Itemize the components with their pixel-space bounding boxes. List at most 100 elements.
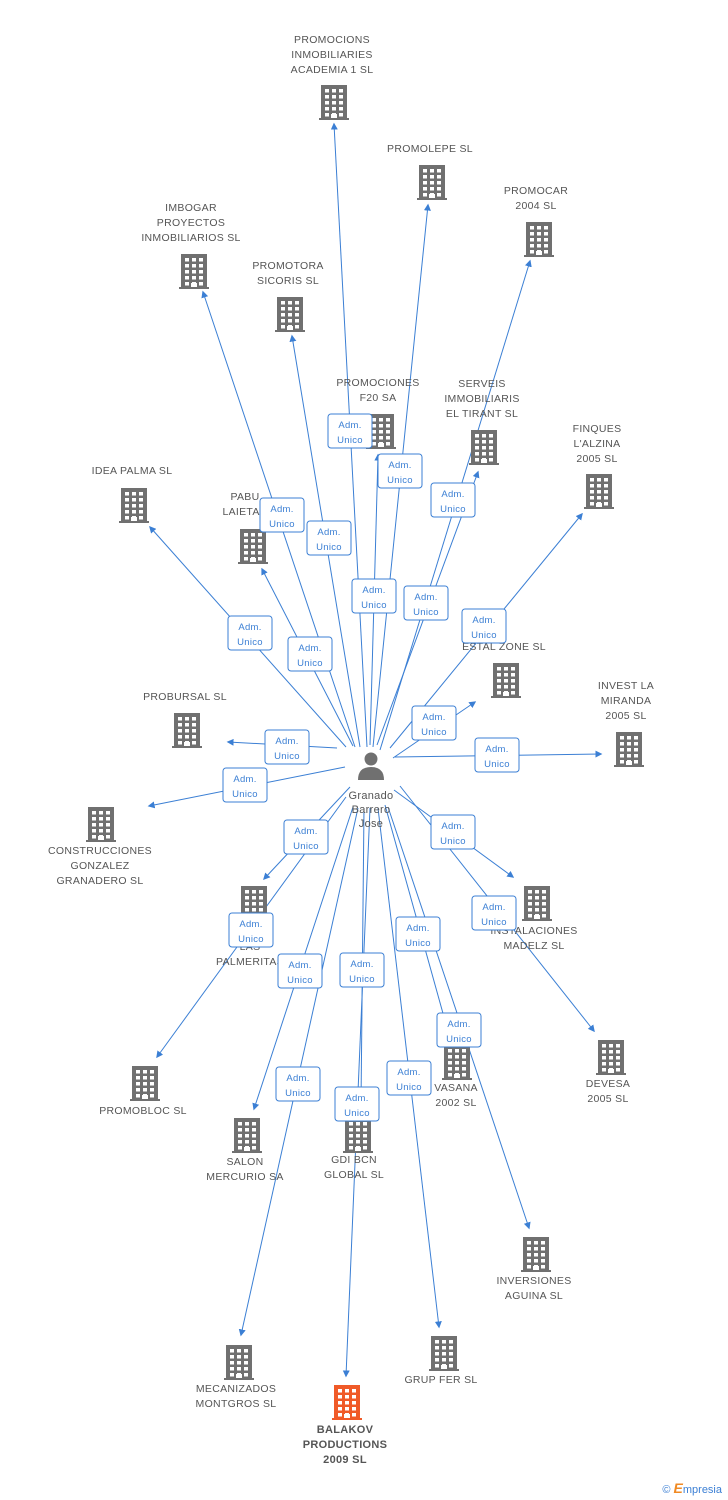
relation-badge-sicoris[interactable]: Adm.Unico (306, 520, 352, 556)
company-node-pabu[interactable]: PABU LAIETAN (222, 491, 268, 564)
company-label-line: PROMOCIONS (294, 34, 370, 46)
company-node-estal[interactable]: ESTAL ZONE SL (462, 641, 546, 698)
relation-label-line: Unico (316, 542, 342, 553)
relation-badge-grupfer[interactable]: Adm. Unico (386, 1060, 432, 1096)
building-icon (522, 886, 552, 921)
relation-label-line: Unico (238, 934, 264, 945)
company-label-line: BALAKOV (317, 1424, 374, 1436)
relation-badge-academia[interactable]: Adm.Unico (327, 413, 373, 449)
relation-badge-promocar[interactable]: Adm.Unico (430, 482, 476, 518)
relation-badge-gdibcn[interactable]: Adm.Unico (339, 952, 385, 988)
relation-label-line: Adm. (286, 1073, 309, 1084)
relation-label-line: Adm. (472, 615, 495, 626)
building-icon (238, 529, 268, 564)
company-label-line: 2005 SL (605, 710, 646, 722)
relation-label-line: Unico (274, 751, 300, 762)
company-label-line: 2005 SL (576, 453, 617, 465)
building-icon (332, 1385, 362, 1420)
relation-label-line: Unico (413, 607, 439, 618)
relation-label-line: Adm. (298, 643, 321, 654)
company-node-ideapalma[interactable]: IDEA PALMA SL (92, 465, 173, 523)
company-label-line: SICORIS SL (257, 275, 319, 287)
empresia-credit: © Empresia (662, 1480, 722, 1496)
relation-label-line: Unico (484, 759, 510, 770)
relation-badge-montgros[interactable]: Adm.Unico (275, 1066, 321, 1102)
edges-layer (147, 122, 603, 1378)
relation-badge-promobloc[interactable]: Adm.Unico (228, 912, 274, 948)
relation-badge-finques[interactable]: Adm.Unico (461, 608, 507, 644)
relation-label-line: Unico (396, 1082, 422, 1093)
relation-badge-balakov[interactable]: Adm.Unico (334, 1086, 380, 1122)
company-node-probursal[interactable]: PROBURSAL SL (143, 691, 227, 748)
company-label-line: LAIETAN (222, 506, 267, 518)
relation-badge-ideapalma[interactable]: Adm.Unico (227, 615, 273, 651)
relation-label-line: Adm. (397, 1067, 420, 1078)
building-icon (275, 297, 305, 332)
company-label-line: PROYECTOS (157, 217, 225, 229)
relation-label-line: Adm. (288, 960, 311, 971)
company-label-line: PABU (230, 491, 259, 503)
relation-badge-probursal[interactable]: Adm.Unico (264, 729, 310, 765)
relation-label-line: Unico (349, 974, 375, 985)
relation-label-line: Adm. (447, 1019, 470, 1030)
building-icon (86, 807, 116, 842)
company-label-line: PROMOTORA (252, 260, 323, 272)
relation-label-line: Unico (405, 938, 431, 949)
relation-badge-tirant[interactable]: Adm.Unico (403, 585, 449, 621)
relation-badge-invest[interactable]: Adm.Unico (474, 737, 520, 773)
relation-label-line: Unico (232, 789, 258, 800)
company-label-line: PROMOCAR (504, 185, 568, 197)
company-node-sicoris[interactable]: PROMOTORA SICORIS SL (252, 260, 323, 332)
relation-badge-pabu[interactable]: Adm.Unico (287, 636, 333, 672)
badges-layer: Adm.UnicoAdm.UnicoAdm.UnicoAdm.UnicoAdm.… (222, 413, 520, 1122)
company-label-line: PROMOLEPE SL (387, 143, 473, 155)
relation-badge-promolepe[interactable]: Adm.Unico (377, 453, 423, 489)
person-icon-body (358, 767, 384, 780)
relation-badge-imbogar[interactable]: Adm.Unico (259, 497, 305, 533)
person-name-line: Jose (359, 818, 383, 830)
relation-badge-gonzalez[interactable]: Adm.Unico (222, 767, 268, 803)
building-icon (491, 663, 521, 698)
company-node-promobloc[interactable]: PROMOBLOC SL (99, 1066, 187, 1117)
relation-badge-estal[interactable]: Adm.Unico (411, 705, 457, 741)
relation-label-line: Adm. (441, 821, 464, 832)
company-label-line: F20 SA (360, 392, 397, 404)
company-label-line: IDEA PALMA SL (92, 465, 173, 477)
company-label-line: ESTAL ZONE SL (462, 641, 546, 653)
building-icon (596, 1040, 626, 1075)
relation-label-line: Adm. (294, 826, 317, 837)
relation-label-line: Unico (440, 504, 466, 515)
company-label-line: PALMERITAS (216, 956, 284, 968)
company-label-line: IMMOBILIARIS (444, 393, 519, 405)
relation-badge-salon[interactable]: Adm.Unico (277, 953, 323, 989)
relation-badge-f20[interactable]: Adm.Unico (351, 578, 397, 614)
company-node-promolepe[interactable]: PROMOLEPE SL (387, 143, 473, 200)
relation-label-line: Unico (293, 841, 319, 852)
relation-badge-palmeritas[interactable]: Adm. Unico (283, 819, 329, 855)
company-label-line: AGUINA SL (505, 1290, 563, 1302)
relation-badge-vasana[interactable]: Adm.Unico (395, 916, 441, 952)
company-label-line: PROMOCIONES (336, 377, 419, 389)
building-icon (521, 1237, 551, 1272)
company-node-grupfer[interactable]: GRUP FER SL (404, 1336, 477, 1386)
relation-badge-devesa[interactable]: Adm.Unico (471, 895, 517, 931)
relation-badge-madelz[interactable]: Adm.Unico (430, 814, 476, 850)
relation-label-line: Adm. (362, 585, 385, 596)
relation-badge-aguina[interactable]: Adm.Unico (436, 1012, 482, 1048)
company-label-line: GRANADERO SL (56, 875, 143, 887)
